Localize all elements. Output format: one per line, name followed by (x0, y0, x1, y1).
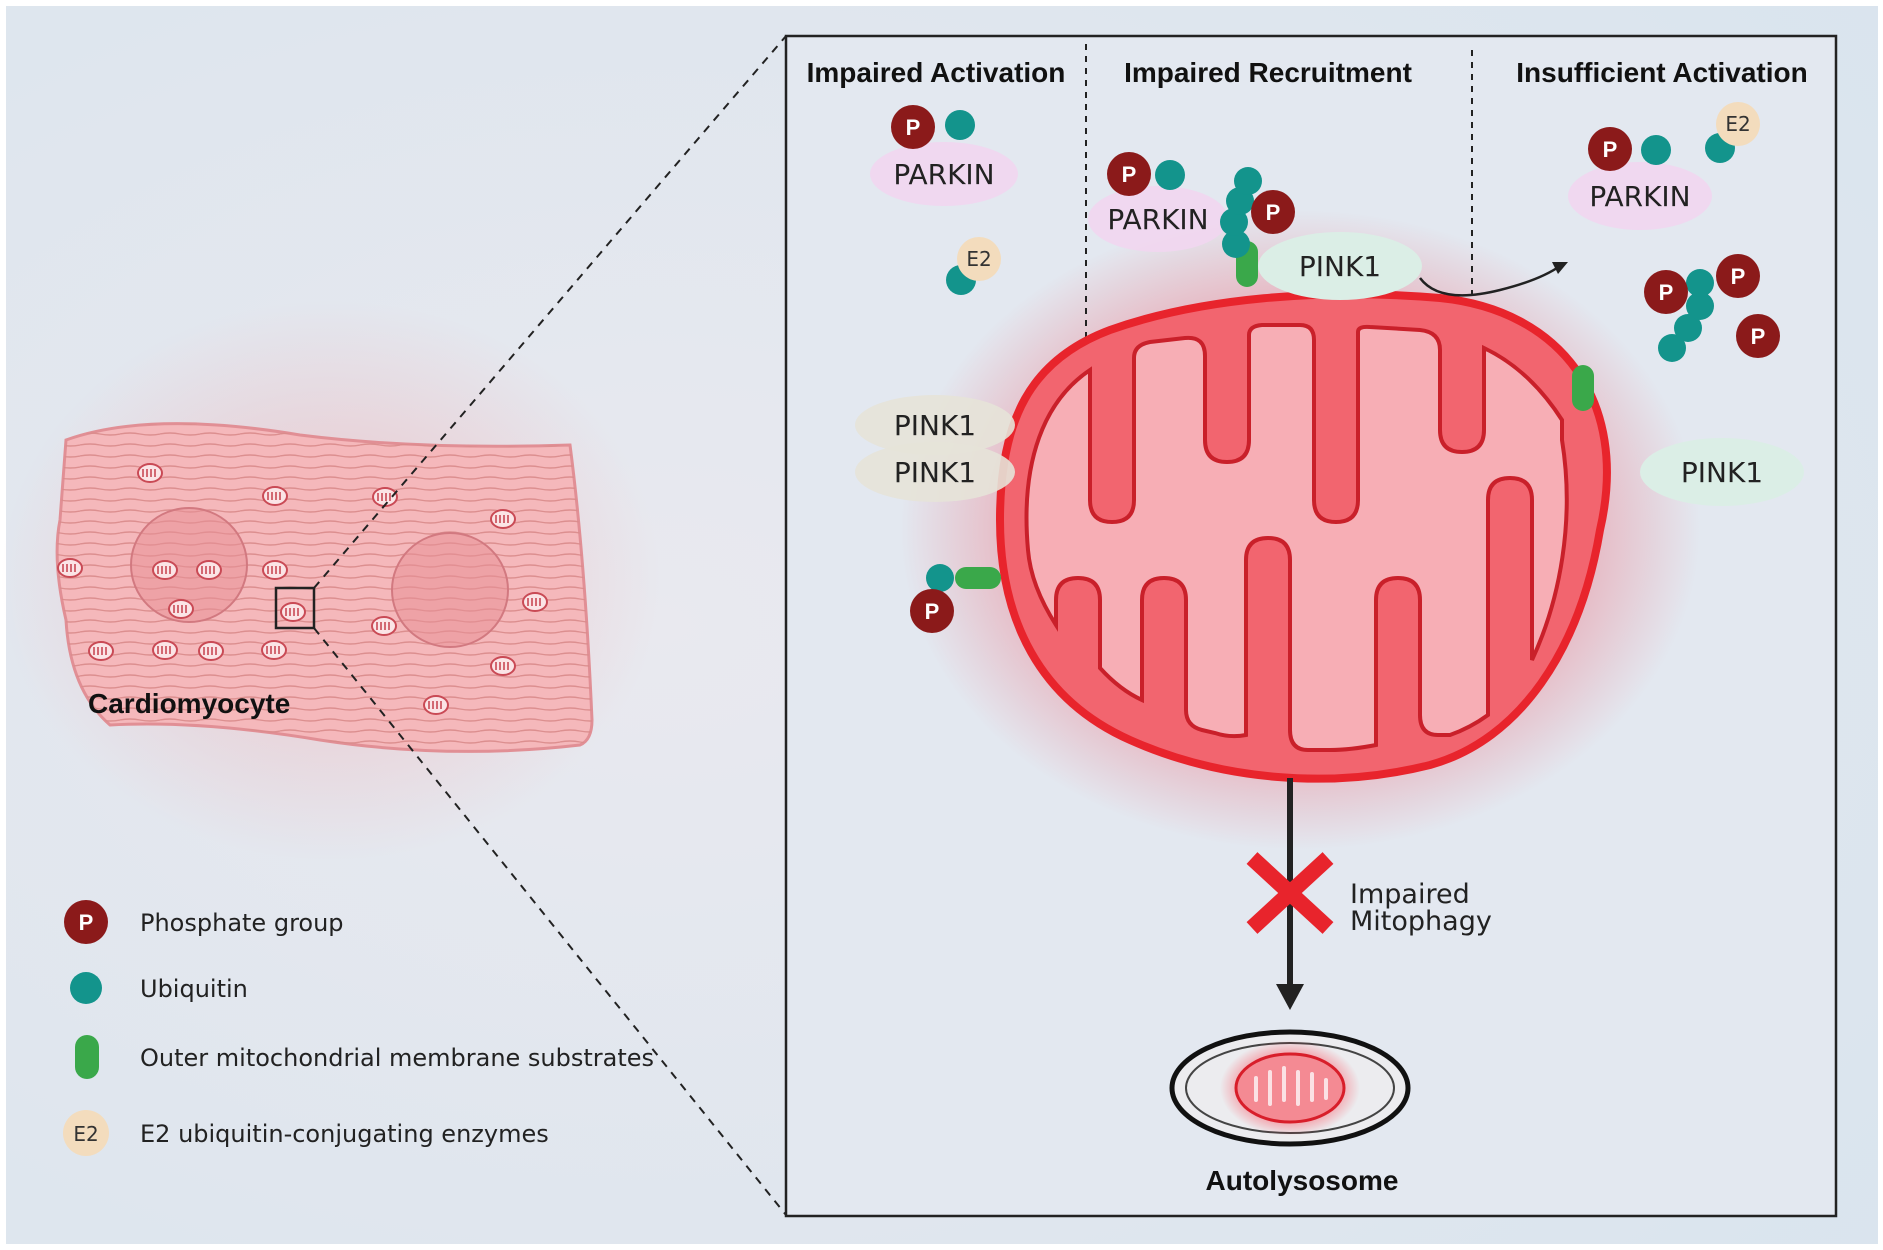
cardiomyocyte-illustration (0, 300, 660, 860)
cell-mitochondrion (137, 463, 163, 483)
phosphate-legend-icon (64, 900, 108, 944)
e2-enzyme-icon (1716, 102, 1760, 146)
impaired-label-2: Mitophagy (1350, 906, 1492, 937)
ubiquitin-icon (1234, 167, 1262, 195)
phosphate-icon (1588, 127, 1632, 171)
impaired-label-1: Impaired (1350, 879, 1470, 910)
svg-text:P: P (79, 910, 94, 935)
legend: P Phosphate group Ubiquitin Outer mitoch… (63, 900, 654, 1156)
substrate-legend-icon (75, 1035, 99, 1079)
substrate-icon (1572, 365, 1594, 411)
release-arrow (1418, 264, 1561, 297)
nucleus-left (130, 507, 248, 623)
cell-mitochondrion (372, 487, 398, 507)
parkin-blob (1088, 186, 1228, 252)
cell-label: Cardiomyocyte (88, 688, 290, 719)
title-impaired-activation: Impaired Activation (807, 57, 1066, 88)
title-insufficient-activation: Insufficient Activation (1516, 57, 1807, 88)
cell-mitochondrion (262, 486, 288, 506)
svg-text:P: P (1659, 280, 1674, 305)
engulfed-mitochondrion (1234, 1052, 1346, 1124)
nucleus-right (391, 532, 509, 648)
ubiquitin-icon (945, 110, 975, 140)
ubiquitin-icon (926, 564, 954, 592)
phosphate-icon (1107, 152, 1151, 196)
svg-text:E2: E2 (73, 1122, 98, 1146)
pink1-label: PINK1 (1681, 456, 1763, 489)
zoom-line-bottom (313, 627, 787, 1216)
panel-insufficient-activation: PARKIN P E2 P P P PINK1 (1568, 102, 1804, 506)
phosphate-icon (1644, 270, 1688, 314)
cell-mitochondrion (88, 641, 114, 661)
ubiquitin-icon (1686, 292, 1714, 320)
cell-mitochondrion (152, 640, 178, 660)
cell-mitochondrion (280, 602, 306, 622)
pink1-label: PINK1 (894, 456, 976, 489)
cell-mitochondrion (261, 640, 287, 660)
cell-mitochondrion (490, 509, 516, 529)
legend-e2: E2 ubiquitin-conjugating enzymes (140, 1120, 549, 1148)
cell-mitochondrion (196, 560, 222, 580)
svg-text:P: P (925, 599, 940, 624)
svg-text:P: P (1122, 162, 1137, 187)
ubiquitin-icon (1220, 208, 1248, 236)
cell-mitochondrion (262, 560, 288, 580)
e2-legend-icon (63, 1110, 109, 1156)
pink1-blob (855, 442, 1015, 502)
parkin-blob (1568, 162, 1712, 230)
ubiquitin-icon (1155, 160, 1185, 190)
parkin-label: PARKIN (1107, 203, 1208, 236)
cell-mitochondrion (152, 560, 178, 580)
svg-text:E2: E2 (966, 247, 991, 271)
pink1-label: PINK1 (894, 409, 976, 442)
cell-mitochondrion (57, 558, 83, 578)
pink1-blob (855, 395, 1015, 455)
ubiquitin-icon (1222, 230, 1250, 258)
ubiquitin-icon (1641, 135, 1671, 165)
phosphate-icon (1251, 190, 1295, 234)
cell-mitochondrion (522, 592, 548, 612)
svg-text:P: P (1751, 324, 1766, 349)
phosphate-icon (1716, 254, 1760, 298)
parkin-label: PARKIN (1589, 180, 1690, 213)
panel-impaired-recruitment: PARKIN P P PINK1 (1088, 152, 1422, 300)
zoom-box (274, 586, 316, 630)
cell-mitochondrion (168, 599, 194, 619)
pink1-blob (1640, 438, 1804, 506)
substrate-icon (955, 567, 1001, 589)
pink1-label: PINK1 (1299, 250, 1381, 283)
title-impaired-recruitment: Impaired Recruitment (1124, 57, 1412, 88)
cell-mitochondrion (490, 656, 516, 676)
phosphate-icon (910, 589, 954, 633)
phosphate-icon (1736, 314, 1780, 358)
ubiquitin-icon (1674, 314, 1702, 342)
ubiquitin-icon (1686, 269, 1714, 297)
block-x-icon (1246, 852, 1334, 934)
cell-mitochondrion (371, 616, 397, 636)
cell-mitochondrion (198, 641, 224, 661)
ubiquitin-icon (1658, 334, 1686, 362)
mitophagy-pathway: Impaired Mitophagy Autolysosome (1169, 778, 1492, 1196)
cell-mitochondrion (423, 695, 449, 715)
parkin-label: PARKIN (893, 158, 994, 191)
pink1-blob (1258, 232, 1422, 300)
ubiquitin-legend-icon (70, 972, 102, 1004)
autolysosome-label: Autolysosome (1206, 1165, 1399, 1196)
zoom-line-top (313, 35, 787, 589)
legend-substrates: Outer mitochondrial membrane substrates (140, 1044, 654, 1072)
legend-ubiquitin: Ubiquitin (140, 975, 248, 1003)
panel-impaired-activation: PARKIN P E2 PINK1 PINK1 P (855, 105, 1018, 633)
svg-text:P: P (906, 115, 921, 140)
svg-text:E2: E2 (1725, 112, 1750, 136)
svg-text:P: P (1731, 264, 1746, 289)
mitochondrion (995, 290, 1611, 783)
e2-enzyme-icon (957, 237, 1001, 281)
svg-text:P: P (1266, 200, 1281, 225)
legend-phosphate: Phosphate group (140, 909, 344, 937)
svg-text:P: P (1603, 137, 1618, 162)
phosphate-icon (891, 105, 935, 149)
parkin-blob (870, 142, 1018, 206)
inner-membrane-cristae (1024, 323, 1569, 752)
